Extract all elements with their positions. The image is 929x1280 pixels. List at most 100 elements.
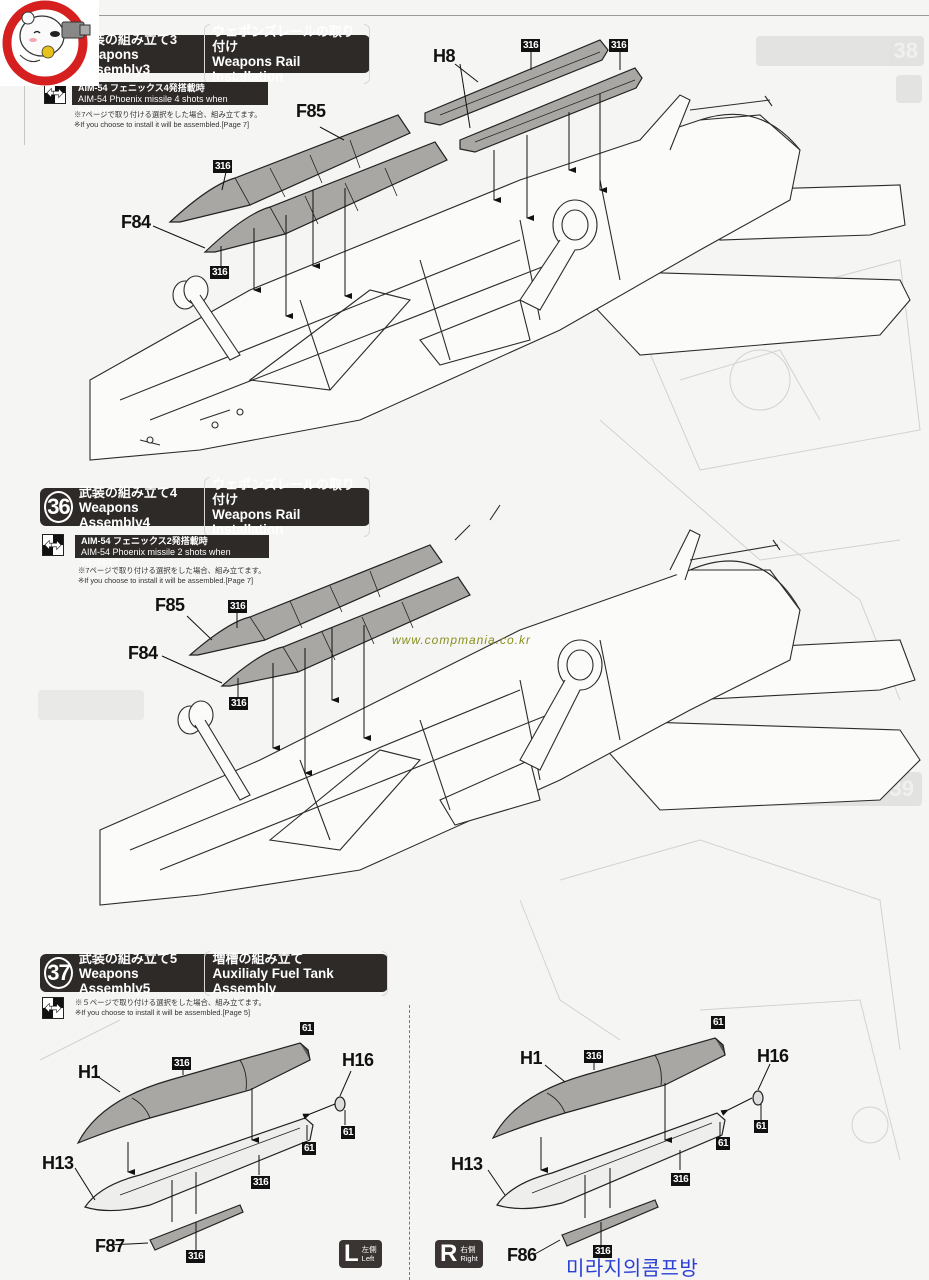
part-label-f87: F87	[95, 1236, 125, 1256]
part-label-f85: F85	[155, 595, 185, 615]
fuel-tank-right	[491, 1037, 764, 1247]
part-label-h13-right: H13	[451, 1154, 483, 1174]
paint-code: 316	[671, 1173, 691, 1186]
pylon-f86-right	[561, 1199, 659, 1247]
rail-h8-lower	[459, 67, 643, 153]
rail-f84	[203, 141, 448, 253]
swap-arrows-icon	[42, 997, 64, 1019]
step-subtitle-en: Auxilialy Fuel Tank Assembly	[212, 965, 334, 996]
paint-code: 316	[172, 1057, 192, 1070]
note-jp: ※7ページで取り付ける選択をした場合、組み立てます。	[78, 566, 266, 575]
part-label-h1-left: H1	[78, 1062, 101, 1082]
ghost-block	[38, 690, 144, 720]
step-subtitle-jp: ウェポンズレールの取り付け	[212, 24, 355, 54]
note-en: ※If you choose to install it will be ass…	[74, 120, 250, 129]
compmania-logo	[0, 0, 99, 86]
part-label-h8: H8	[433, 46, 456, 66]
install-note-37: ※５ページで取り付ける選択をした場合、組み立てます。 ※If you choos…	[75, 998, 266, 1018]
step-number-badge: 37	[44, 957, 73, 989]
step-subtitle-jp: ウェポンズレールの取り付け	[212, 477, 355, 507]
step-number-badge: 36	[44, 491, 73, 523]
ghost-option-icon	[896, 75, 922, 103]
paint-code: 61	[711, 1016, 726, 1029]
step-subtitle-en: Weapons Rail Installation	[212, 54, 301, 84]
paint-code: 61	[716, 1137, 731, 1150]
watermark-url: www.compmania.co.kr	[392, 633, 532, 647]
tank-h13-left	[84, 1117, 314, 1212]
install-note-36: ※7ページで取り付ける選択をした場合、組み立てます。 ※If you choos…	[78, 566, 266, 586]
note-jp: ※５ページで取り付ける選択をした場合、組み立てます。	[75, 998, 266, 1007]
paint-code: 61	[302, 1142, 317, 1155]
step-subtitle: 増槽の組み立て Auxilialy Fuel Tank Assembly	[204, 950, 388, 996]
step-title-jp: 武装の組み立て3	[78, 31, 178, 47]
paint-code: 316	[229, 697, 249, 710]
left-right-divider	[409, 1005, 410, 1280]
part-label-f85: F85	[296, 101, 326, 121]
step-subtitle: ウェポンズレールの取り付け Weapons Rail Installation	[204, 477, 370, 537]
paint-code: 316	[609, 39, 629, 52]
step-title-en: Weapons Assembly4	[78, 499, 151, 530]
step-subtitle-jp: 増槽の組み立て	[212, 950, 304, 966]
option-jp: AIM-54 フェニックス2発搭載時	[81, 536, 208, 546]
part-label-h1-right: H1	[520, 1048, 543, 1068]
left-side-badge: L 左側 Left	[339, 1240, 382, 1268]
ghost-step-header-38: 38	[756, 36, 924, 66]
step-subtitle-en: Weapons Rail Installation	[212, 507, 301, 537]
arrows-step-37-right	[487, 1060, 771, 1255]
step-title: 武装の組み立て4 Weapons Assembly4	[79, 485, 198, 530]
side-caption-jp: 右側	[460, 1245, 476, 1254]
option-en: AIM-54 Phoenix missile 4 shots when equi…	[78, 93, 228, 115]
footer-watermark: 미라지의콤프방 (www.compmania.co.kr)	[566, 1256, 699, 1280]
part-label-h16-right: H16	[757, 1046, 789, 1066]
step-title: 武装の組み立て5 Weapons Assembly5	[79, 951, 199, 996]
swap-arrows-icon	[44, 82, 66, 104]
part-label-f84: F84	[121, 212, 151, 232]
paint-code: 316	[593, 1245, 613, 1258]
step-title-jp: 武装の組み立て5	[78, 950, 178, 966]
paint-code: 316	[251, 1176, 271, 1189]
tank-h13-right	[496, 1112, 726, 1210]
right-side-badge: R 右側 Right	[435, 1240, 483, 1268]
bear-mascot-camera-icon	[2, 0, 91, 86]
rail-f84	[220, 576, 471, 687]
arrows-step-36	[161, 612, 371, 776]
paint-code: 316	[584, 1050, 604, 1063]
side-caption: 右側 Right	[460, 1245, 478, 1263]
paint-code: 316	[210, 266, 230, 279]
install-note-35: ※7ページで取り付ける選択をした場合、組み立てます。 ※If you choos…	[74, 110, 262, 130]
part-label-h13-left: H13	[42, 1153, 74, 1173]
note-en: ※If you choose to install it will be ass…	[78, 576, 254, 585]
paint-code: 316	[213, 160, 233, 173]
rail-f85	[188, 544, 443, 656]
rails-step-35	[168, 39, 643, 253]
top-rule	[95, 15, 929, 16]
aircraft-step-35	[89, 94, 911, 461]
rails-step-36	[188, 544, 471, 687]
paint-code: 316	[521, 39, 541, 52]
step-37-header: 37 武装の組み立て5 Weapons Assembly5 増槽の組み立て Au…	[40, 950, 388, 996]
option-jp: AIM-54 フェニックス4発搭載時	[78, 83, 205, 93]
arrows-step-35	[152, 50, 621, 319]
step-subtitle: ウェポンズレールの取り付け Weapons Rail Installation	[204, 24, 370, 84]
step-36-header: 36 武装の組み立て4 Weapons Assembly4 ウェポンズレールの取…	[40, 477, 370, 537]
aircraft-step-36	[99, 504, 921, 906]
paint-code: 61	[300, 1022, 315, 1035]
side-caption-jp: 左側	[361, 1245, 377, 1254]
step-title-jp: 武装の組み立て4	[78, 484, 178, 500]
option-en: AIM-54 Phoenix missile 2 shots when equi…	[81, 546, 231, 568]
part-label-f86: F86	[507, 1245, 537, 1265]
paint-code: 61	[341, 1126, 356, 1139]
left-margin-rule	[24, 85, 25, 145]
side-caption-en: Left	[361, 1254, 375, 1263]
part-label-f84: F84	[128, 643, 158, 663]
rail-h8-upper	[424, 39, 609, 126]
paint-code: 316	[186, 1250, 206, 1263]
paint-code: 61	[754, 1120, 769, 1133]
step-title-en: Weapons Assembly5	[78, 965, 151, 996]
cap-h16-right	[752, 1090, 764, 1106]
side-letter: L	[344, 1240, 359, 1267]
note-en: ※If you choose to install it will be ass…	[75, 1008, 251, 1017]
cap-h16-left	[334, 1096, 346, 1112]
